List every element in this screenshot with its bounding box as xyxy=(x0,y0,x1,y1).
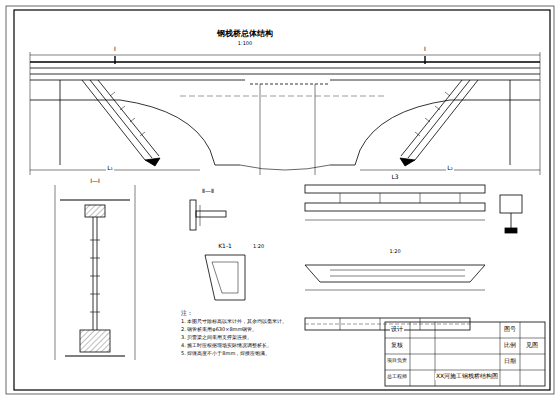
note: 1. 本图尺寸除标高以米计外，其余均以毫米计。 xyxy=(180,319,288,325)
note: 2. 钢管桩采用φ630×8mm钢管。 xyxy=(180,327,258,333)
section-title: Ⅱ—Ⅱ xyxy=(201,188,215,195)
scale-note: 1:100 xyxy=(237,41,253,47)
title-block-cell: 图号 xyxy=(503,326,517,333)
title-block-cell: 总工程师 xyxy=(386,374,408,380)
dimension: L₁ xyxy=(106,165,114,172)
drawing-name: XX河施工钢栈桥结构图 xyxy=(435,373,499,380)
scale-note: 1:20 xyxy=(252,244,265,250)
section-mark: Ⅰ xyxy=(113,46,117,53)
detail-title: L3 xyxy=(390,174,399,181)
note: 3. 贝雷梁之间采用支撑架连接。 xyxy=(180,335,253,341)
title-block-cell: 见图 xyxy=(525,342,539,349)
scale-note: 1:20 xyxy=(388,249,401,255)
title-block-cell: 日期 xyxy=(503,358,517,365)
title-block-cell: 复核 xyxy=(390,342,404,349)
title-block-cell: 比例 xyxy=(503,342,517,349)
note: 4. 施工时应根据现场实际情况调整桩长。 xyxy=(180,343,273,349)
detail-title: K1-1 xyxy=(217,243,233,250)
notes-heading: 注： xyxy=(180,310,194,317)
title-block-cell: 设计 xyxy=(390,326,404,333)
section-title: Ⅰ—Ⅰ xyxy=(89,178,101,185)
dimension: L₂ xyxy=(446,165,454,172)
section-mark: Ⅰ xyxy=(423,46,427,53)
drawing-title: 钢栈桥总体结构 xyxy=(216,30,274,39)
title-block-cell: 项目负责 xyxy=(386,358,408,364)
note: 5. 焊缝高度不小于8mm，焊接应饱满。 xyxy=(180,351,271,357)
